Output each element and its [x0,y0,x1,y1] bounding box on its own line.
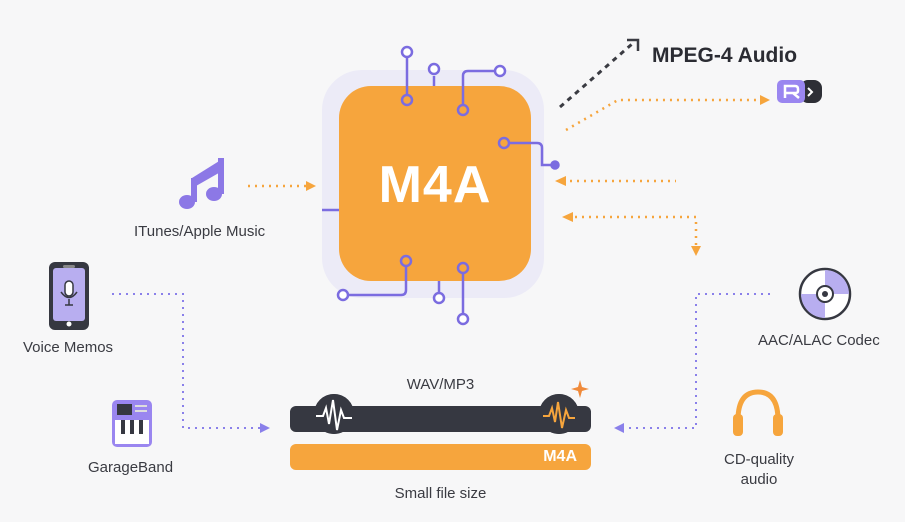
format-badge [777,80,822,103]
circuit-traces [322,45,560,326]
badge-arrow [565,95,770,132]
export-arrow [559,38,640,109]
waveform-icon-right [543,401,575,429]
headphones-icon [733,389,783,436]
piano-keyboard-icon [112,400,152,447]
incoming-arrows [248,179,698,245]
file-size-caption: Small file size [394,485,487,502]
m4a-bar-label: M4A [543,448,577,465]
disc-icon [798,267,852,321]
waveform-icon-left [316,399,352,431]
cd-quality-label-2: audio [740,471,778,488]
m4a-chip-label: M4A [378,156,492,214]
cd-quality-label: CD-quality [723,451,795,468]
source-connectors [112,293,770,429]
wav-mp3-label: WAV/MP3 [406,376,475,393]
m4a-chip [339,86,531,281]
format-title: MPEG-4 Audio [652,44,798,67]
sparkle-icon [571,380,589,398]
codec-label: AAC/ALAC Codec [758,332,880,349]
music-note-icon [179,158,224,209]
voice-memos-label: Voice Memos [23,339,114,356]
garageband-label: GarageBand [88,459,174,476]
phone-microphone-icon [49,262,89,330]
m4a-bar: M4A [290,444,591,470]
itunes-label: ITunes/Apple Music [134,223,266,240]
